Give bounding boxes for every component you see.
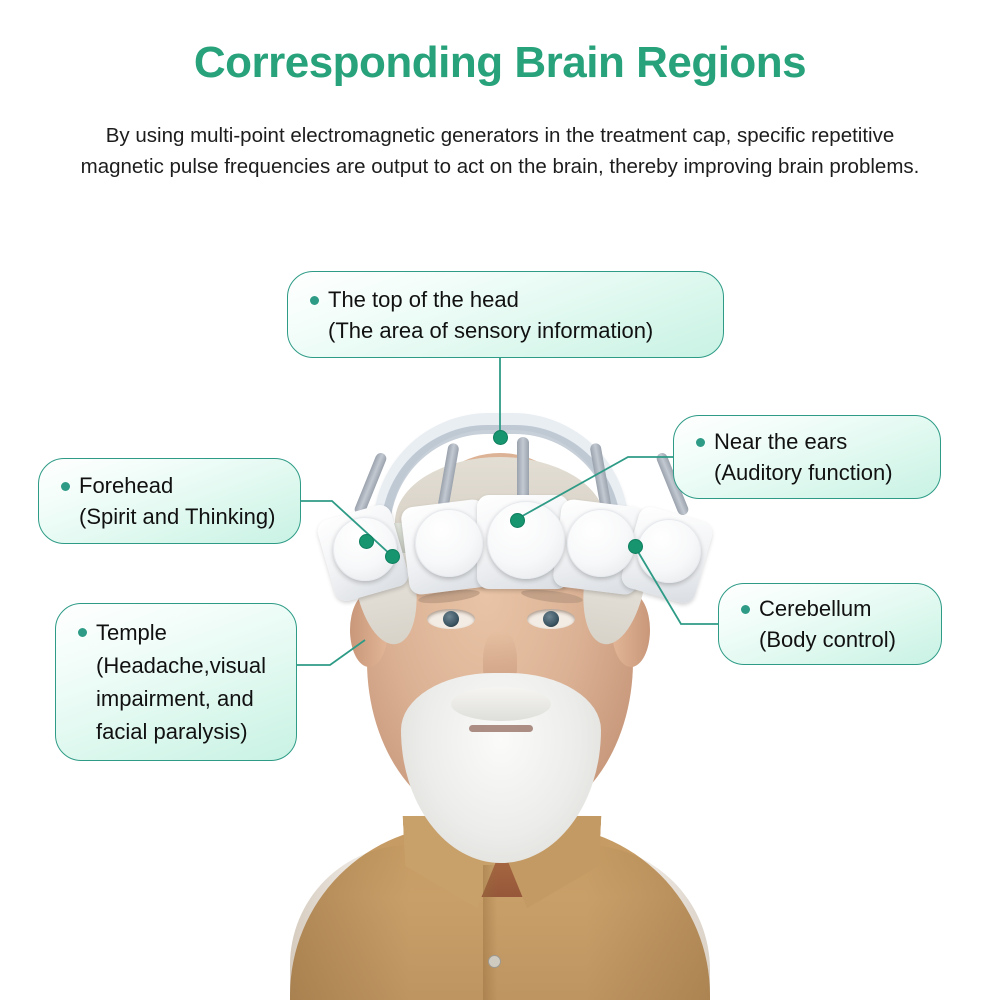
device-electrode-disc bbox=[567, 509, 635, 577]
shirt-shadow-left bbox=[290, 845, 410, 1000]
shirt-shadow-right bbox=[585, 845, 710, 1000]
iris-left bbox=[443, 611, 459, 627]
callout-line: (Auditory function) bbox=[714, 460, 893, 485]
hotspot-cerebellum[interactable] bbox=[628, 539, 643, 554]
bullet-icon bbox=[78, 628, 87, 637]
device-electrode-disc bbox=[487, 501, 565, 579]
bullet-icon bbox=[310, 295, 319, 305]
callout-line: facial paralysis) bbox=[96, 719, 248, 744]
moustache bbox=[451, 687, 551, 721]
callout-top-of-head[interactable]: The top of the head (The area of sensory… bbox=[287, 271, 724, 358]
iris-right bbox=[543, 611, 559, 627]
callout-line: The top of the head bbox=[328, 286, 519, 312]
device-electrode-disc bbox=[637, 519, 701, 583]
bullet-icon bbox=[741, 605, 750, 614]
callout-line: impairment, and bbox=[96, 686, 254, 711]
hotspot-forehead[interactable] bbox=[385, 549, 400, 564]
callout-line: Forehead bbox=[79, 473, 174, 498]
callout-line: (Spirit and Thinking) bbox=[79, 504, 276, 529]
callout-cerebellum[interactable]: Cerebellum (Body control) bbox=[718, 583, 942, 665]
callout-forehead[interactable]: Forehead (Spirit and Thinking) bbox=[38, 458, 301, 544]
callout-line: Near the ears bbox=[714, 429, 848, 454]
callout-temple[interactable]: Temple (Headache,visual impairment, and … bbox=[55, 603, 297, 761]
hotspot-top-of-head[interactable] bbox=[493, 430, 508, 445]
page-subtitle: By using multi-point electromagnetic gen… bbox=[80, 124, 920, 178]
shirt-button bbox=[488, 955, 501, 968]
callout-line: (The area of sensory information) bbox=[328, 317, 654, 343]
callout-line: (Headache,visual bbox=[96, 653, 266, 678]
hotspot-near-the-ears[interactable] bbox=[510, 513, 525, 528]
page-title: Corresponding Brain Regions bbox=[193, 38, 807, 87]
bullet-icon bbox=[61, 482, 70, 491]
callout-line: Cerebellum bbox=[759, 596, 872, 621]
subject-photo bbox=[255, 395, 745, 1000]
mouth bbox=[469, 725, 533, 732]
shirt-placket bbox=[483, 865, 507, 1000]
device-electrode-disc bbox=[333, 517, 397, 581]
callout-line: (Body control) bbox=[759, 627, 896, 652]
callout-near-the-ears[interactable]: Near the ears (Auditory function) bbox=[673, 415, 941, 499]
hotspot-temple[interactable] bbox=[359, 534, 374, 549]
bullet-icon bbox=[696, 438, 705, 447]
callout-line: Temple bbox=[96, 620, 167, 645]
device-electrode-disc bbox=[415, 509, 483, 577]
